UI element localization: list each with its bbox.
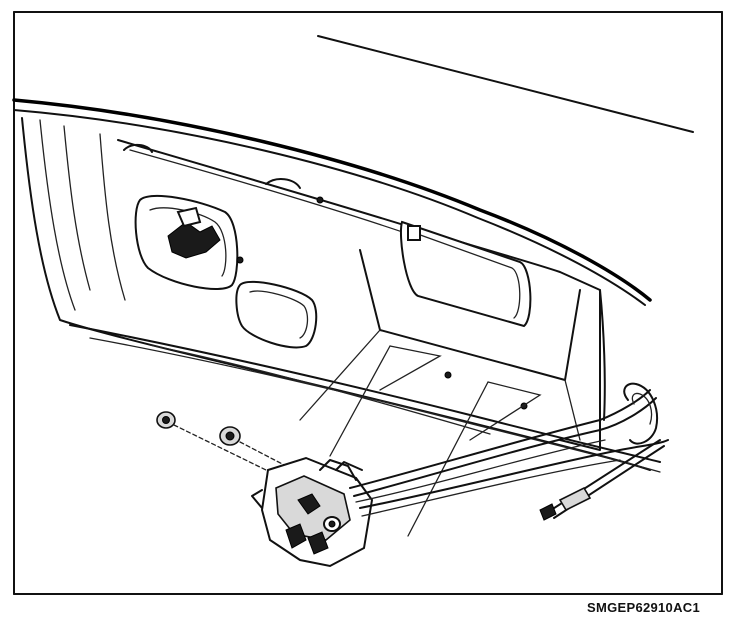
trunk-latch-assembly <box>251 456 374 568</box>
panel-side-edge <box>599 289 606 421</box>
recess-outline <box>359 249 581 381</box>
mount-hole <box>316 196 324 204</box>
trunk-lid-outer-edge-inner <box>13 109 646 306</box>
bolt-1 <box>156 411 267 471</box>
right-access-hole <box>399 220 532 328</box>
bump <box>123 144 153 153</box>
recess-edge <box>564 379 581 441</box>
middle-access-hole <box>235 280 318 349</box>
mount-hole <box>236 256 244 264</box>
lid-left-edge <box>21 117 651 471</box>
trunk-lid-outer-edge <box>12 98 652 302</box>
inner-panel-top <box>129 149 421 239</box>
recess-edge <box>299 329 381 421</box>
clip-square <box>407 225 421 241</box>
cable-loop <box>623 382 658 445</box>
bolt-hole <box>444 371 452 379</box>
figure-code: SMGEP62910AC1 <box>586 600 700 615</box>
left-access-hole <box>134 194 239 290</box>
lower-trim-3 <box>149 344 491 435</box>
panel-rib-2 <box>99 133 126 301</box>
release-rod <box>539 439 665 521</box>
bolt-leaders <box>329 345 542 537</box>
lower-trim-1 <box>69 324 661 463</box>
frame-border <box>13 11 723 595</box>
lid-left-edge-inner <box>39 119 76 311</box>
bolt-2 <box>219 426 291 469</box>
bump <box>265 178 301 189</box>
panel-rib-1 <box>63 125 91 291</box>
release-cables <box>349 389 669 517</box>
lower-trim-2 <box>89 337 661 473</box>
rear-window-edge <box>317 35 694 133</box>
